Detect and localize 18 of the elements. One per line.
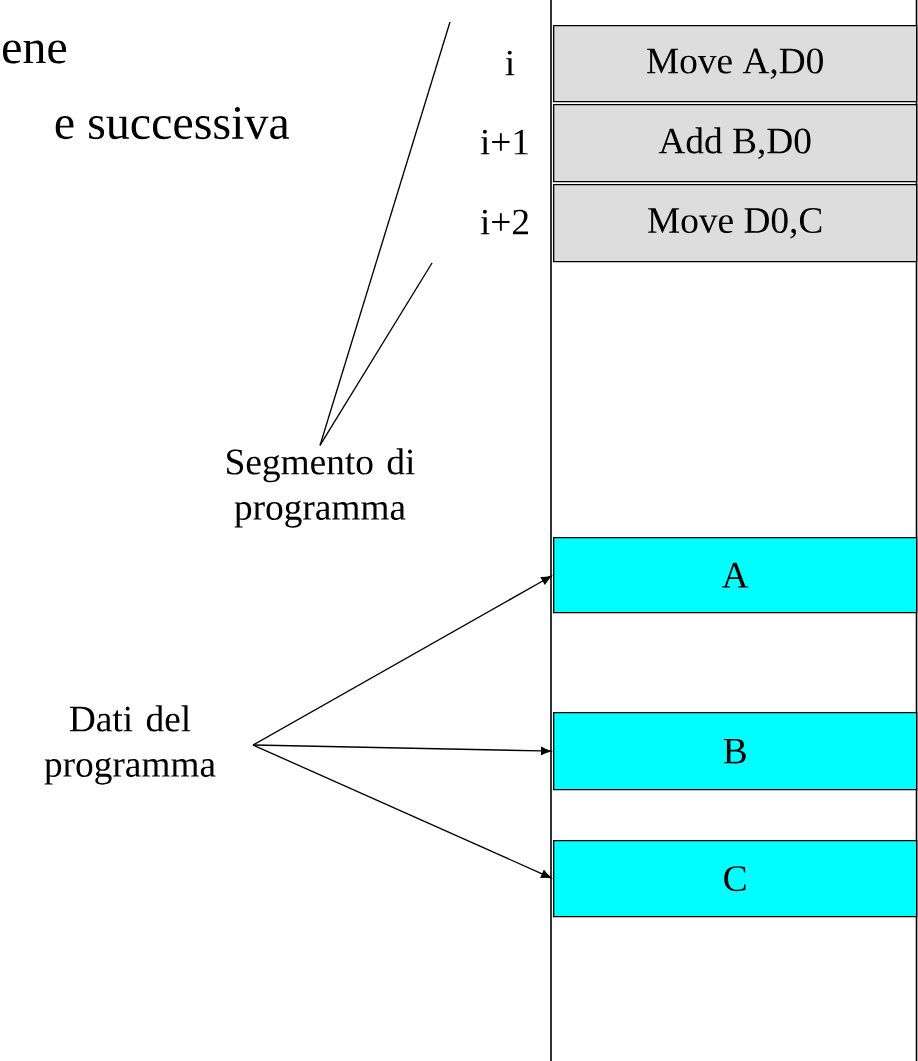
memory-cell: Move D0,C	[553, 184, 918, 263]
memory-column	[550, 0, 918, 1061]
arrow	[252, 744, 552, 879]
callout-text: Dati del programma	[44, 705, 216, 785]
address-label: i	[505, 50, 515, 76]
arrow	[252, 744, 551, 756]
memory-cell: C	[553, 840, 918, 918]
address-label: i+1	[480, 129, 528, 155]
address-label: i+2	[480, 209, 528, 235]
arrow	[252, 575, 552, 746]
callout-text: Segmento di programma	[227, 448, 415, 528]
memory-cell: Move A,D0	[553, 25, 918, 103]
memory-cell: B	[553, 712, 918, 791]
title-text: ene	[3, 40, 67, 64]
title-text: e successiva	[55, 106, 290, 140]
memory-cell: Add B,D0	[553, 104, 918, 183]
memory-cell: A	[553, 537, 918, 614]
leader-line	[319, 262, 433, 447]
